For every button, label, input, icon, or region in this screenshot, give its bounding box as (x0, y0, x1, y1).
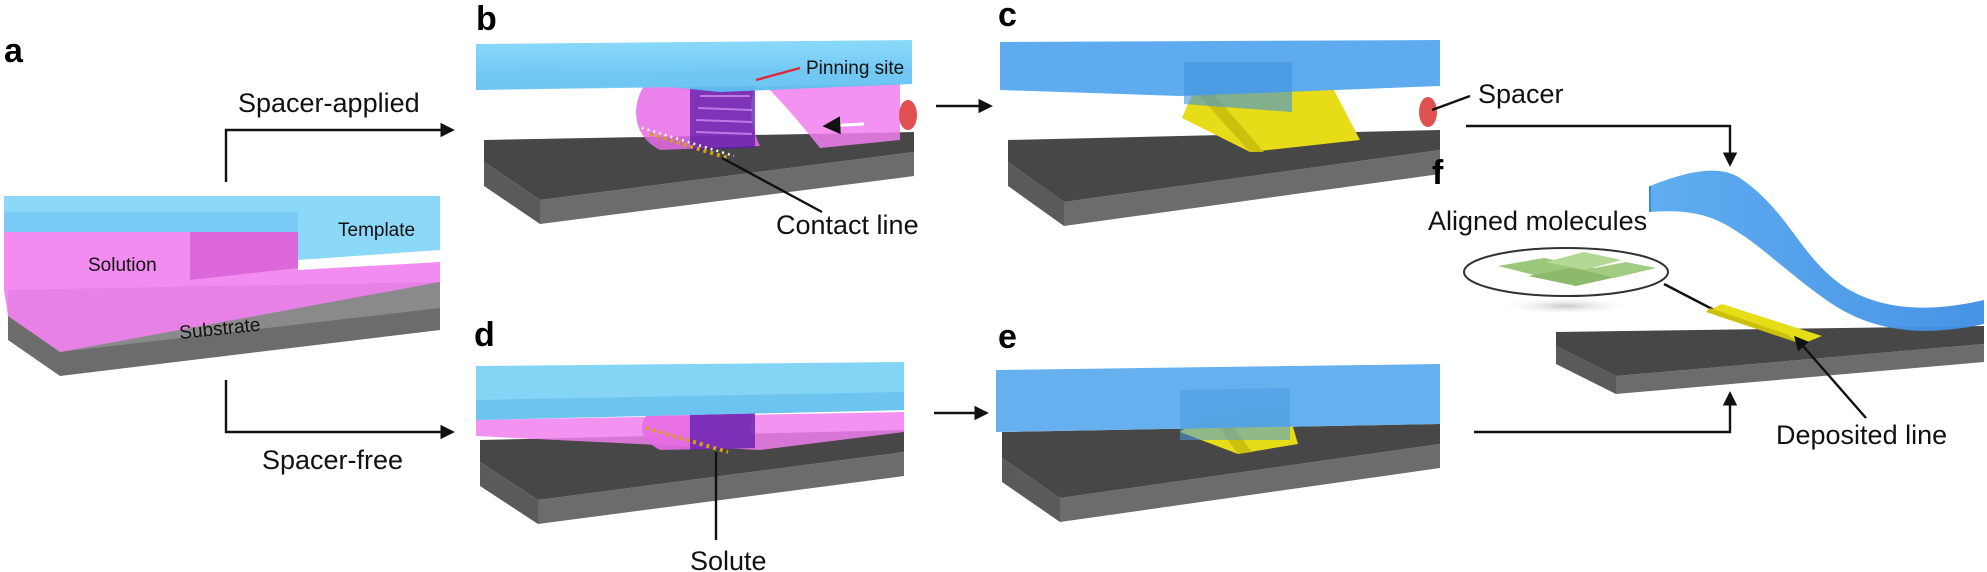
panel-label-c: c (998, 0, 1017, 34)
panel-c: c Spacer (998, 0, 1564, 226)
solution-inner-a (190, 230, 298, 280)
molecules-shadow (1496, 297, 1636, 315)
spacer-label: Spacer (1478, 79, 1564, 109)
molecule-stack-3 (1546, 252, 1622, 270)
substrate-side-c (1008, 162, 1064, 226)
contact-line-pointer (721, 156, 823, 214)
substrate-side-d (480, 462, 538, 524)
panel-label-a: a (4, 32, 24, 70)
substrate-side-e (1002, 458, 1060, 522)
arrow-e-to-f (1474, 391, 1738, 434)
meniscus-stripes-d (690, 406, 755, 450)
peeling-template-f (1650, 170, 1984, 331)
spacer-applied-label: Spacer-applied (238, 88, 420, 118)
pinning-site-label: Pinning site (806, 58, 904, 79)
aligned-molecules-label: Aligned molecules (1428, 206, 1647, 236)
contact-line-label: Contact line (776, 210, 919, 240)
motion-arrow-b (822, 116, 865, 135)
substrate-top-d (480, 430, 904, 500)
substrate-top-e (1002, 424, 1440, 498)
panel-b: b Pinning site Contact line (476, 0, 919, 240)
panel-f: f Aligned molecules Deposited line (1428, 154, 1984, 450)
spacer-pointer (1431, 94, 1471, 112)
deposited-line-pointer (1794, 335, 1867, 419)
meniscus-highlight-b (695, 95, 753, 135)
substrate-top-b (484, 132, 914, 200)
spacer-free-arrow (224, 380, 455, 440)
panel-label-e: e (998, 318, 1017, 356)
spacer-b (899, 100, 917, 130)
panel-d: d Solute (474, 316, 904, 572)
solution-volume-a (4, 222, 440, 352)
spacer-applied-arrow (224, 122, 455, 182)
template-underside-b (476, 68, 912, 90)
solute-deposit-d (645, 426, 729, 454)
panel-label-d: d (474, 316, 495, 354)
template-band-a (4, 212, 298, 232)
panel-a: a Template Solution Substrate (4, 32, 440, 376)
template-block-c (1184, 62, 1292, 112)
substrate-front-b (540, 152, 914, 224)
molecule-stack-4 (1584, 262, 1656, 278)
substrate-front-d (538, 452, 904, 524)
substrate-front-e (1060, 444, 1440, 522)
panel-e: e (996, 318, 1440, 522)
substrate-side-b (484, 162, 540, 224)
template-inner-e (1180, 388, 1290, 440)
substrate-front-c (1064, 150, 1440, 226)
panel-label-f: f (1432, 154, 1444, 192)
substrate-side-f (1556, 346, 1616, 394)
spacer-c (1419, 97, 1437, 127)
solution-label: Solution (88, 255, 157, 276)
arrow-c-to-f (1466, 124, 1738, 167)
substrate-top-c (1008, 130, 1440, 202)
solute-label: Solute (690, 546, 767, 572)
deposited-line-face-f (1706, 308, 1802, 344)
substrate-front-f (1616, 344, 1984, 394)
deposited-line-label: Deposited line (1776, 420, 1947, 450)
panel-label-b: b (476, 0, 497, 38)
substrate-top-f (1556, 326, 1984, 376)
contact-line-dots-b (635, 124, 735, 158)
spacer-free-label: Spacer-free (262, 445, 403, 475)
molecules-pointer (1663, 282, 1715, 312)
template-front-d (476, 392, 904, 420)
template-label: Template (338, 220, 415, 241)
deposited-line-f (1706, 304, 1822, 344)
pinning-site-pointer (755, 66, 801, 82)
